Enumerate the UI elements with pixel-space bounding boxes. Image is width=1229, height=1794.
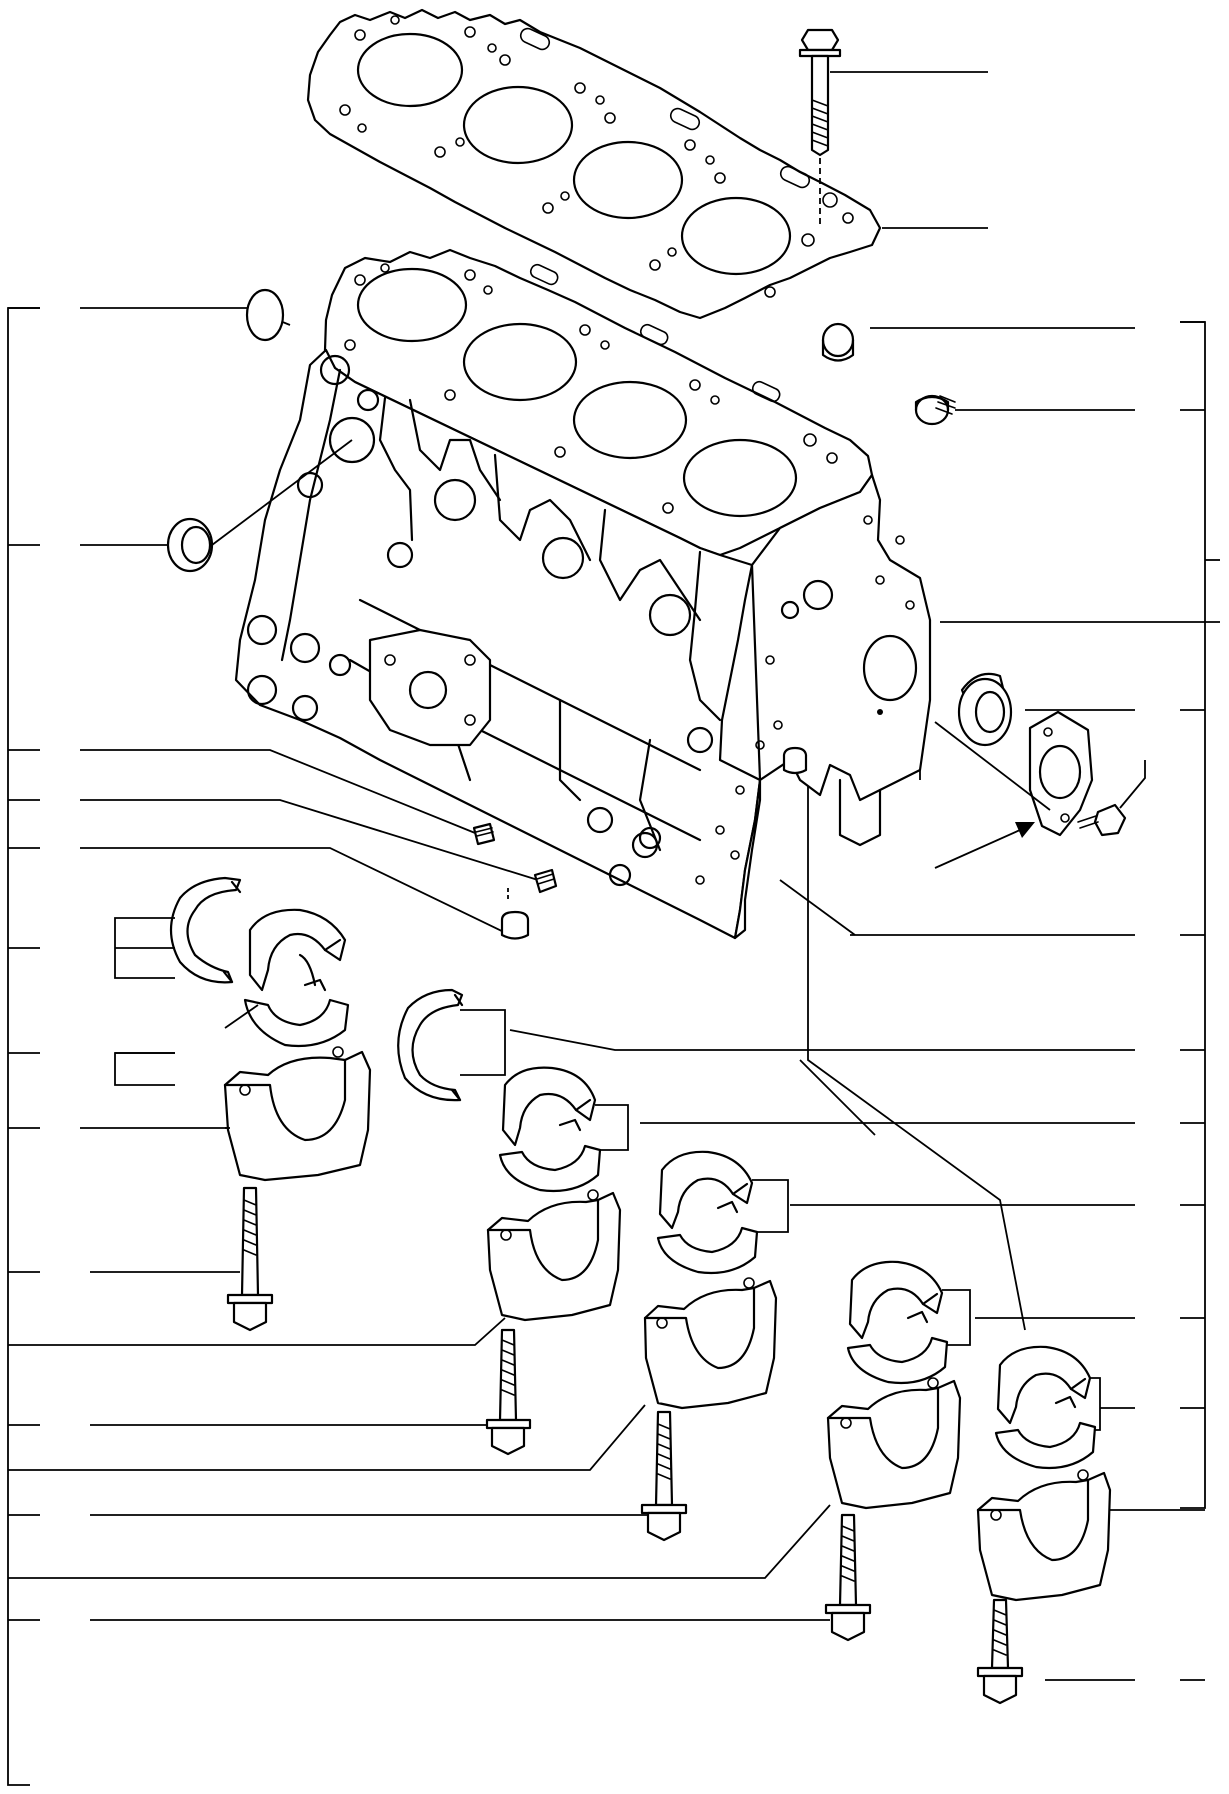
camshaft-bushing — [957, 672, 1013, 747]
expansion-plug-right — [821, 322, 855, 362]
leader-lines-left — [8, 307, 831, 1621]
main-bearing-cap-bolt-1 — [226, 1186, 274, 1332]
main-bearing-cap-5 — [976, 1469, 1112, 1602]
main-bearing-shell-upper-4 — [848, 1260, 971, 1346]
dowel-pin-1 — [472, 822, 496, 846]
flange-cover — [934, 710, 1094, 837]
cylinder-head-gasket — [306, 8, 882, 320]
dowel-pin-3 — [500, 910, 530, 940]
main-bearing-shell-upper-2 — [501, 1066, 629, 1151]
main-bearing-shell-lower-2 — [498, 1144, 602, 1193]
main-bearing-shell-lower-4 — [846, 1336, 949, 1385]
expansion-plug-left — [245, 288, 285, 342]
right-bracket-frame — [1180, 321, 1220, 1509]
main-bearing-shell-upper-1 — [248, 908, 347, 992]
main-bearing-cap-2 — [486, 1189, 622, 1322]
oil-seal-front — [166, 439, 353, 573]
cylinder-head-bolt — [798, 28, 842, 228]
main-bearing-cap-3 — [643, 1277, 778, 1410]
main-bearing-shell-upper-5 — [996, 1345, 1101, 1431]
main-bearing-cap-1 — [223, 1046, 372, 1182]
main-bearing-cap-bolt-4 — [824, 1513, 872, 1642]
dowel-pin-2 — [507, 868, 558, 900]
assembly-arrow — [934, 822, 1035, 869]
threaded-plug — [914, 394, 956, 426]
main-bearing-cap-bolt-2 — [485, 1328, 532, 1456]
thrust-washer-2 — [397, 988, 506, 1102]
main-bearing-shell-lower-3 — [656, 1226, 759, 1275]
thrust-washer-1 — [114, 876, 242, 984]
main-bearing-shell-lower-5 — [994, 1421, 1097, 1470]
small-plug-front — [782, 746, 808, 775]
main-bearing-shell-lower-1 — [114, 978, 350, 1086]
main-bearing-cap-bolt-5 — [976, 1598, 1024, 1705]
left-bracket-frame — [7, 307, 40, 1786]
cylinder-block — [234, 248, 932, 940]
main-bearing-cap-4 — [826, 1377, 962, 1510]
main-bearing-cap-bolt-3 — [640, 1410, 688, 1542]
leader-lines-right — [509, 71, 1220, 1681]
flange-bolt — [1077, 760, 1146, 837]
main-bearing-shell-upper-3 — [658, 1150, 789, 1233]
